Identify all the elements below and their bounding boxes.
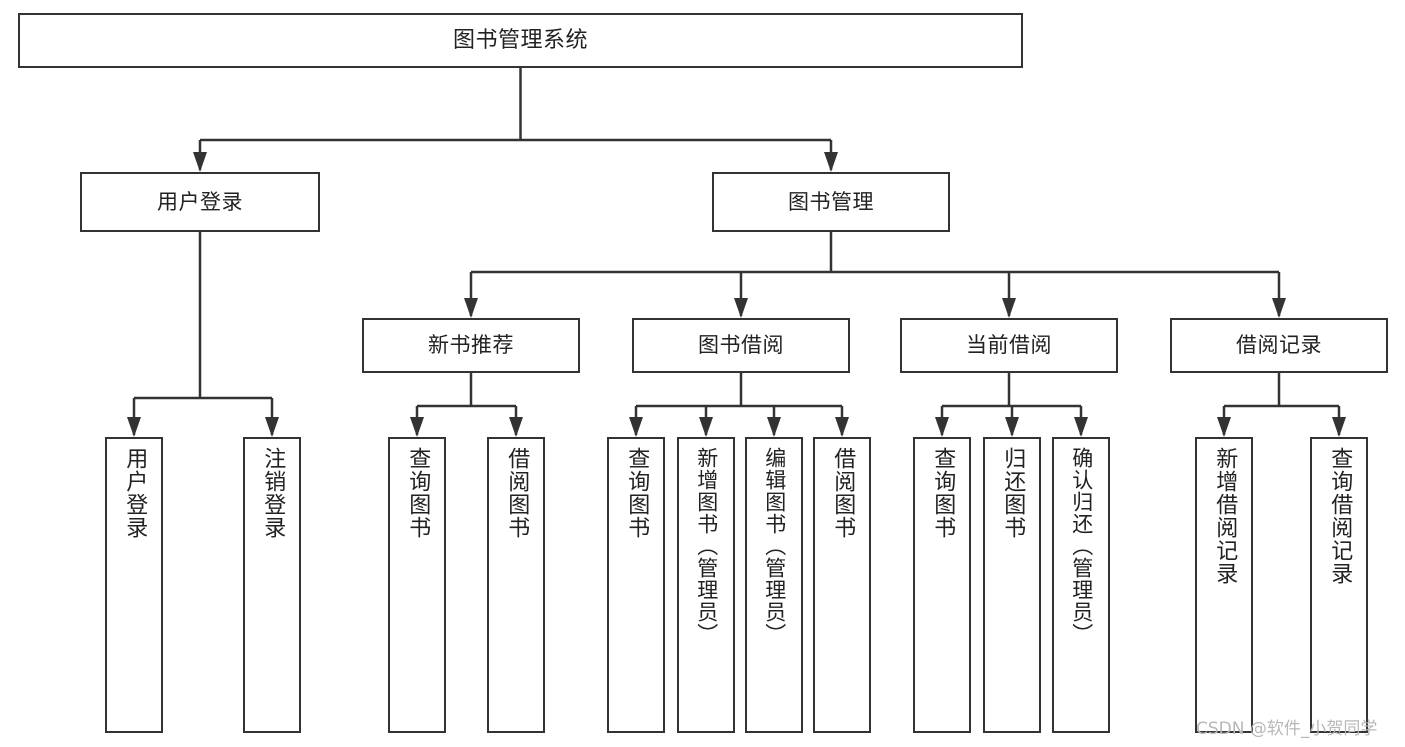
node-label: 借阅图书 <box>830 447 856 539</box>
node-label: 图书借阅 <box>698 333 784 358</box>
node-leaf-8[interactable]: 查询图书 <box>913 437 971 733</box>
node-l2-2[interactable]: 当前借阅 <box>900 318 1118 373</box>
node-label: 用户登录 <box>157 189 243 214</box>
node-label: 注销登录 <box>260 447 286 539</box>
node-label: 借阅记录 <box>1236 333 1322 358</box>
node-label: 编辑图书（管理员） <box>762 447 787 645</box>
arrowhead-icon <box>1005 417 1019 437</box>
node-label: 查询图书 <box>930 447 956 539</box>
watermark: CSDN @软件_小贺同学 <box>1196 719 1378 739</box>
node-label: 图书管理 <box>788 189 874 214</box>
node-label: 用户登录 <box>122 447 148 539</box>
arrowhead-icon <box>1272 298 1286 318</box>
arrowhead-icon <box>1217 417 1231 437</box>
arrowhead-icon <box>464 298 478 318</box>
arrowhead-icon <box>265 417 279 437</box>
node-label: 查询借阅记录 <box>1327 447 1353 585</box>
node-leaf-12[interactable]: 查询借阅记录 <box>1310 437 1368 733</box>
node-label: 归还图书 <box>1000 447 1026 539</box>
arrowhead-icon <box>824 152 838 172</box>
arrowhead-icon <box>835 417 849 437</box>
arrowhead-icon <box>127 417 141 437</box>
arrowhead-icon <box>1074 417 1088 437</box>
node-leaf-2[interactable]: 查询图书 <box>388 437 446 733</box>
node-l2-0[interactable]: 新书推荐 <box>362 318 580 373</box>
node-label: 当前借阅 <box>966 333 1052 358</box>
arrowhead-icon <box>193 152 207 172</box>
arrowhead-icon <box>1332 417 1346 437</box>
node-leaf-0[interactable]: 用户登录 <box>105 437 163 733</box>
arrowhead-icon <box>629 417 643 437</box>
node-l1-1[interactable]: 图书管理 <box>712 172 950 232</box>
node-leaf-3[interactable]: 借阅图书 <box>487 437 545 733</box>
node-label: 图书管理系统 <box>452 27 588 53</box>
node-leaf-4[interactable]: 查询图书 <box>607 437 665 733</box>
node-leaf-7[interactable]: 借阅图书 <box>813 437 871 733</box>
node-leaf-6[interactable]: 编辑图书（管理员） <box>745 437 803 733</box>
node-label: 查询图书 <box>405 447 431 539</box>
arrowhead-icon <box>509 417 523 437</box>
arrowhead-icon <box>767 417 781 437</box>
arrowhead-icon <box>410 417 424 437</box>
node-label: 确认归还（管理员） <box>1069 447 1094 645</box>
node-label: 新增借阅记录 <box>1212 447 1238 585</box>
node-label: 新增图书（管理员） <box>694 447 719 645</box>
node-l1-0[interactable]: 用户登录 <box>80 172 320 232</box>
node-leaf-10[interactable]: 确认归还（管理员） <box>1052 437 1110 733</box>
node-label: 新书推荐 <box>428 333 514 358</box>
node-label: 借阅图书 <box>504 447 530 539</box>
node-leaf-1[interactable]: 注销登录 <box>243 437 301 733</box>
node-label: 查询图书 <box>624 447 650 539</box>
node-l2-3[interactable]: 借阅记录 <box>1170 318 1388 373</box>
node-leaf-11[interactable]: 新增借阅记录 <box>1195 437 1253 733</box>
node-leaf-5[interactable]: 新增图书（管理员） <box>677 437 735 733</box>
node-root[interactable]: 图书管理系统 <box>18 13 1023 68</box>
arrowhead-icon <box>734 298 748 318</box>
node-leaf-9[interactable]: 归还图书 <box>983 437 1041 733</box>
node-l2-1[interactable]: 图书借阅 <box>632 318 850 373</box>
arrowhead-icon <box>935 417 949 437</box>
arrowhead-icon <box>1002 298 1016 318</box>
arrowhead-icon <box>699 417 713 437</box>
